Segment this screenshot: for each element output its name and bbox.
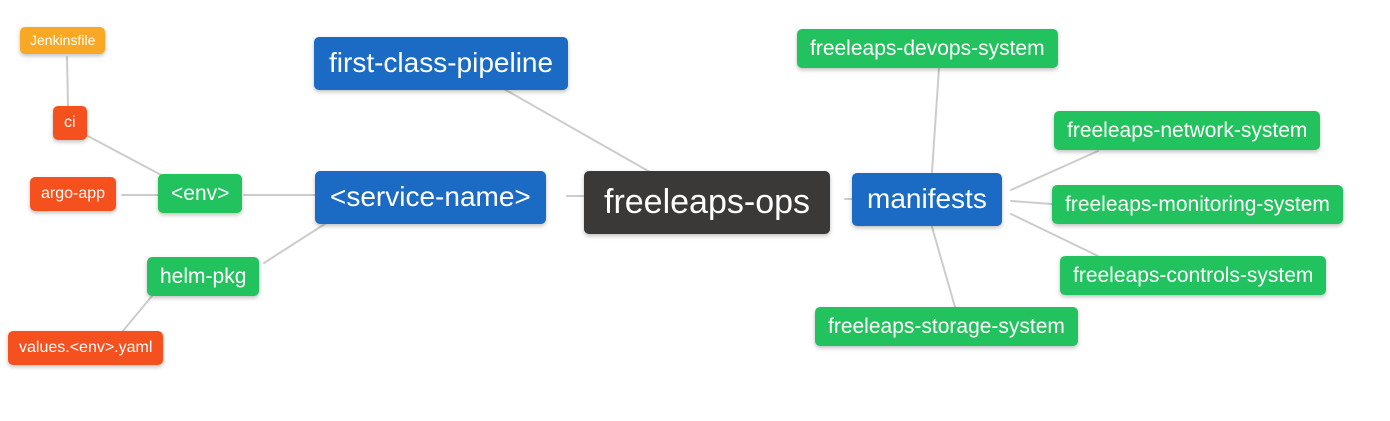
node-first-class-pipeline[interactable]: first-class-pipeline [314,37,569,90]
edge-first-class-pipeline-ops [503,88,651,173]
edge-manifests-monitoring [1010,200,1053,205]
node-ci[interactable]: ci [53,106,87,140]
edge-jenkinsfile-ci [66,56,69,107]
node-values-env-yaml[interactable]: values.<env>.yaml [8,331,164,365]
node-freeleaps-controls-system[interactable]: freeleaps-controls-system [1060,256,1327,296]
edge-manifests-storage [931,226,956,308]
node-freeleaps-devops-system[interactable]: freeleaps-devops-system [797,29,1058,69]
node-freeleaps-network-system[interactable]: freeleaps-network-system [1054,111,1321,151]
edge-ci-env [83,133,166,178]
node-manifests[interactable]: manifests [852,173,1002,226]
node-helm-pkg[interactable]: helm-pkg [147,257,260,297]
node-argo-app[interactable]: argo-app [30,177,117,211]
edge-values-helm-pkg [121,295,153,333]
node-freeleaps-storage-system[interactable]: freeleaps-storage-system [815,307,1078,347]
node-freeleaps-ops[interactable]: freeleaps-ops [584,171,831,235]
edge-helm-pkg-service-name [263,219,332,264]
edge-manifests-devops [931,67,940,173]
node-env[interactable]: <env> [158,174,243,214]
edge-manifests-network [1010,150,1099,191]
edge-manifests-controls [1010,213,1099,257]
node-jenkinsfile[interactable]: Jenkinsfile [20,27,106,55]
node-service-name[interactable]: <service-name> [315,171,546,224]
node-freeleaps-monitoring-system[interactable]: freeleaps-monitoring-system [1052,185,1343,225]
